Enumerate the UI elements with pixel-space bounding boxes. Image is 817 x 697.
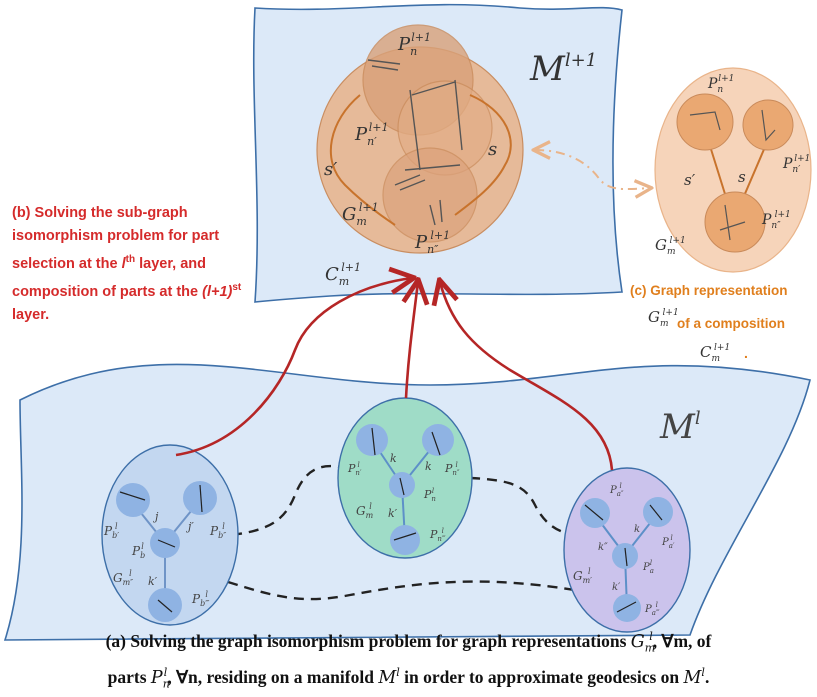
panel-c-inline-comp: Cml+1 xyxy=(700,343,730,364)
purple-node-a xyxy=(612,543,638,569)
green-node-n-prime xyxy=(356,424,388,456)
panel-c-node-n-prime xyxy=(742,99,794,151)
green-edge-k: k xyxy=(390,452,397,465)
graph-purple: Pa″l Pa′l Pal Pa‴l k k″ k′ Gm′l xyxy=(563,467,691,633)
purple-node-a-triple xyxy=(613,594,641,622)
blue-label-b-prime: Pb′l xyxy=(103,522,119,540)
purple-label-a-double: Pa″l xyxy=(609,482,624,498)
geodesic-green-purple xyxy=(469,476,583,537)
edge-label-s-prime: s′ xyxy=(324,159,337,180)
green-label-n-double: Pn″l xyxy=(444,461,460,477)
blue-label-b-double: Pb″l xyxy=(209,522,226,540)
part-label-n-prime: Pn′l+1 xyxy=(354,121,388,148)
green-graph-label: Gml xyxy=(356,502,374,520)
purple-label-a: Pal xyxy=(642,559,654,575)
panel-c-node-n-double xyxy=(704,191,766,253)
upper-manifold-label: Ml+1 xyxy=(529,49,597,89)
green-label-n-triple: Pn‴l xyxy=(429,527,446,543)
panel-c-part-n-double: Pn″l+1 xyxy=(761,210,791,231)
edge-s xyxy=(454,94,512,216)
blue-edge-j: j xyxy=(152,510,159,523)
green-label-n: Pnl xyxy=(423,487,436,503)
part-label-n: Pnl+1 xyxy=(397,31,431,58)
edge-s-prime xyxy=(329,94,396,226)
label-c-subtitle: of a composition xyxy=(677,316,785,331)
green-edge-k-prime: k′ xyxy=(388,507,398,520)
geodesic-blue-purple xyxy=(227,580,576,601)
arrow-blue-to-upper xyxy=(175,278,412,457)
part-label-n-double: Pn″l+1 xyxy=(414,229,450,256)
purple-edge-k: k xyxy=(634,524,640,535)
arrow-green-to-upper xyxy=(406,282,418,399)
part-sketch-strokes xyxy=(367,59,463,226)
blue-node-b-triple xyxy=(148,588,182,622)
dashdot-connector xyxy=(535,150,650,189)
purple-edge-k-prime: k′ xyxy=(612,582,621,593)
edge-label-s: s xyxy=(488,139,497,160)
blue-label-b-triple: Pb‴l xyxy=(191,590,210,608)
green-edge-k-2: k xyxy=(425,460,432,473)
graph-green: Pn′l Pn″l Pnl Pn‴l k k k′ Gml xyxy=(337,397,473,559)
green-node-n-triple xyxy=(390,525,420,555)
panel-c-edge-label-s-prime: s′ xyxy=(684,171,696,189)
panel-c-part-n-prime: Pn′l+1 xyxy=(782,154,810,175)
caption-line-2: parts Pnl, ∀n, residing on a manifold Ml… xyxy=(107,666,710,691)
purple-edge-k-double: k″ xyxy=(598,542,608,553)
panel-c-graph: Pnl+1 Pn′l+1 Pn″l+1 s′ s Gml+1 xyxy=(654,67,812,273)
blue-label-b: Pbl xyxy=(131,542,145,560)
lower-manifold-label: Ml xyxy=(659,407,701,447)
arrow-purple-to-upper xyxy=(440,282,614,471)
blue-edge-k-prime: k′ xyxy=(148,575,158,588)
graph-label-upper: Gml+1 xyxy=(342,201,379,228)
purple-label-a-prime: Pa′l xyxy=(661,534,675,550)
panel-c-period: . xyxy=(744,345,748,361)
panel-c-part-n: Pnl+1 xyxy=(707,74,734,95)
blue-graph-label: Gm″l xyxy=(113,569,133,587)
panel-c-inline-graph: Gml+1 xyxy=(648,308,679,329)
label-c-title: (c) Graph representation xyxy=(630,283,788,298)
purple-node-a-double xyxy=(643,497,673,527)
blue-edge-j-prime: j′ xyxy=(185,520,194,533)
blue-node-b-prime xyxy=(116,483,150,517)
panel-c-edge-label-s: s xyxy=(738,168,746,186)
purple-graph-label: Gm′l xyxy=(573,567,592,585)
blue-node-b-double xyxy=(183,481,217,515)
composition-label-upper: Cml+1 xyxy=(325,261,361,288)
caption-a: (a) Solving the graph isomorphism proble… xyxy=(0,624,817,697)
graph-blue: Pb′l Pbl Pb″l Pb‴l j j′ k′ Gm″l xyxy=(101,444,239,626)
panel-c-node-n xyxy=(676,93,734,151)
part-circle-n-double xyxy=(382,147,478,243)
caption-line-1: (a) Solving the graph isomorphism proble… xyxy=(105,630,712,655)
upper-composition: Pnl+1 Pn′l+1 Pn″l+1 s′ s Gml+1 Cml+1 xyxy=(316,24,524,288)
label-b: (b) Solving the sub-graph isomorphism pr… xyxy=(12,205,242,323)
green-label-n-prime: Pn′l xyxy=(347,461,362,477)
green-node-n-double xyxy=(422,424,454,456)
panel-c-graph-label: Gml+1 xyxy=(655,236,686,257)
geodesic-blue-green xyxy=(231,464,346,537)
purple-label-a-triple: Pa‴l xyxy=(644,601,660,617)
